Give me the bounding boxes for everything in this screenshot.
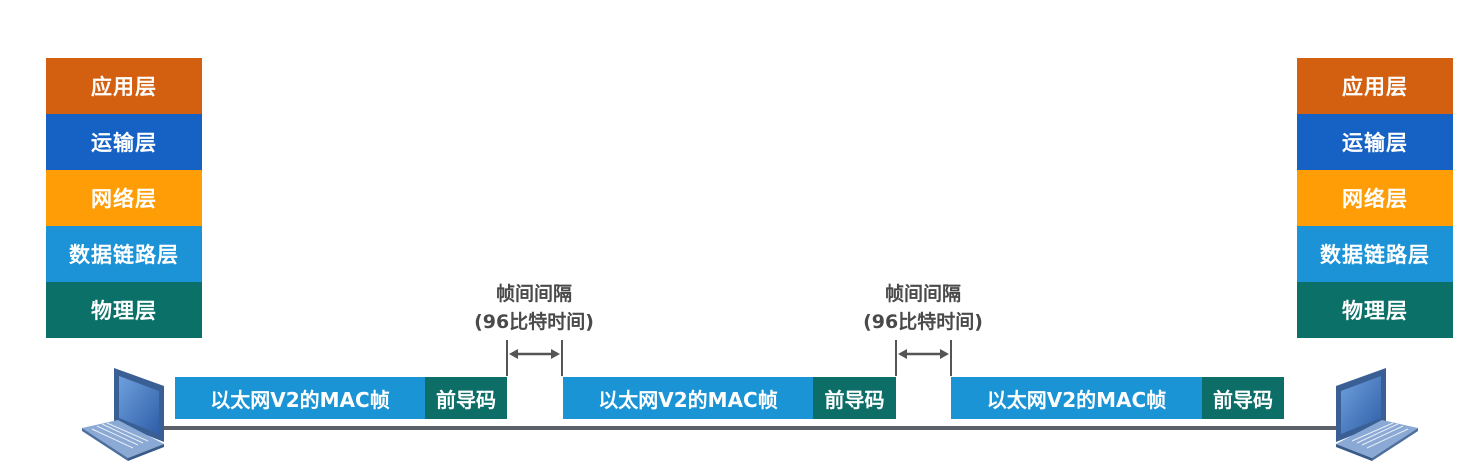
transmission-line	[120, 426, 1370, 430]
layer-datalink: 数据链路层	[1297, 226, 1453, 282]
layer-physical: 物理层	[1297, 282, 1453, 338]
double-arrow-icon	[895, 340, 952, 376]
ethernet-frame-1: 以太网V2的MAC帧 前导码	[175, 377, 507, 419]
layer-transport: 运输层	[46, 114, 202, 170]
laptop-icon	[82, 368, 164, 461]
preamble: 前导码	[1202, 377, 1284, 419]
layer-transport: 运输层	[1297, 114, 1453, 170]
gap-subtitle: (96比特时间)	[474, 311, 594, 333]
inter-frame-gap-label-2: 帧间间隔 (96比特时间)	[838, 280, 1008, 336]
gap-title: 帧间间隔	[884, 283, 961, 305]
layer-physical: 物理层	[46, 282, 202, 338]
mac-frame: 以太网V2的MAC帧	[951, 377, 1202, 419]
ethernet-frame-3: 以太网V2的MAC帧 前导码	[951, 377, 1284, 419]
mac-frame: 以太网V2的MAC帧	[563, 377, 813, 419]
layer-application: 应用层	[46, 58, 202, 114]
inter-frame-gap-label-1: 帧间间隔 (96比特时间)	[449, 280, 619, 336]
layer-datalink: 数据链路层	[46, 226, 202, 282]
preamble: 前导码	[813, 377, 896, 419]
laptop-icon	[1336, 368, 1418, 461]
right-protocol-stack: 应用层 运输层 网络层 数据链路层 物理层	[1297, 58, 1453, 338]
mac-frame: 以太网V2的MAC帧	[175, 377, 425, 419]
layer-network: 网络层	[1297, 170, 1453, 226]
gap-title: 帧间间隔	[495, 283, 572, 305]
left-protocol-stack: 应用层 运输层 网络层 数据链路层 物理层	[46, 58, 202, 338]
layer-application: 应用层	[1297, 58, 1453, 114]
double-arrow-icon	[506, 340, 563, 376]
gap-subtitle: (96比特时间)	[863, 311, 983, 333]
layer-network: 网络层	[46, 170, 202, 226]
ethernet-frame-2: 以太网V2的MAC帧 前导码	[563, 377, 896, 419]
preamble: 前导码	[425, 377, 507, 419]
